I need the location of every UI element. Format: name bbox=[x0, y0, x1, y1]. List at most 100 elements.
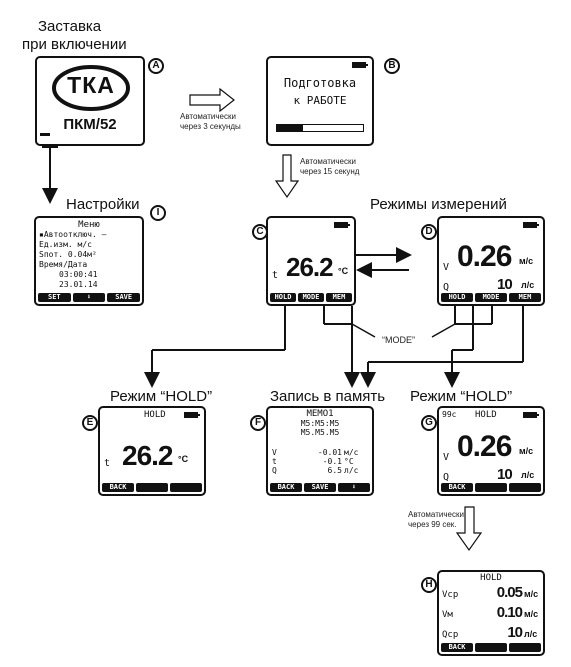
blank-softkey[interactable] bbox=[509, 643, 541, 652]
memo-value: 6.5 bbox=[327, 466, 342, 475]
mode-button[interactable]: MODE bbox=[298, 293, 324, 302]
hold-button[interactable]: HOLD bbox=[441, 293, 473, 302]
memo-value: -0.01 bbox=[317, 448, 342, 457]
memo-param: t bbox=[272, 457, 277, 466]
mem-button[interactable]: MEM bbox=[326, 293, 352, 302]
blank-softkey[interactable] bbox=[475, 483, 507, 492]
note-auto3-line1: Автоматически bbox=[180, 112, 236, 121]
param-v: V bbox=[443, 452, 450, 463]
badge-b: B bbox=[384, 58, 400, 74]
screen-e-hold: HOLD t 26.2 °C BACK bbox=[98, 406, 206, 496]
memo-unit: л/с bbox=[344, 466, 359, 475]
down-button[interactable]: ⬇ bbox=[338, 483, 370, 492]
badge-f: F bbox=[250, 415, 266, 431]
mode-button[interactable]: MODE bbox=[475, 293, 507, 302]
hold-timer: 99с bbox=[442, 410, 457, 419]
screen-c-temperature: t 26.2 °C HOLD MODE MEM bbox=[266, 216, 356, 306]
back-button[interactable]: BACK bbox=[270, 483, 302, 492]
note-auto3-line2: через 3 секунды bbox=[180, 122, 241, 131]
back-button[interactable]: BACK bbox=[102, 483, 134, 492]
flow-value: 10 bbox=[497, 276, 513, 293]
screen-d-velocity: V 0.26 м/с Q 10 л/с HOLD MODE MEM bbox=[437, 216, 545, 306]
memory-title: Запись в память bbox=[270, 388, 386, 405]
badge-a: A bbox=[148, 58, 164, 74]
temperature-unit: °C bbox=[338, 266, 349, 276]
memo-unit: °C bbox=[344, 457, 354, 466]
progress-bar bbox=[276, 124, 364, 132]
battery-icon bbox=[334, 222, 350, 228]
temperature-value: 26.2 bbox=[286, 252, 334, 282]
note-auto99-line2: через 99 сек. bbox=[408, 520, 457, 529]
memo-param: Q bbox=[272, 466, 277, 475]
startup-title-line1: Заставка bbox=[38, 18, 102, 35]
battery-icon bbox=[523, 412, 539, 418]
menu-time: 03:00:41 bbox=[59, 270, 98, 279]
menu-item-datetime[interactable]: Время/Дата bbox=[39, 260, 88, 269]
badge-d: D bbox=[421, 224, 437, 240]
memo-param: V bbox=[272, 448, 277, 457]
temperature-value: 26.2 bbox=[122, 440, 173, 471]
note-auto15-line2: через 15 секунд bbox=[300, 167, 360, 176]
battery-icon bbox=[523, 222, 539, 228]
badge-h: H bbox=[421, 577, 437, 593]
screen-b-preparing: Подготовка к РАБОТЕ bbox=[266, 56, 374, 146]
flow-value: 10 bbox=[497, 466, 513, 483]
hollow-arrow-g-to-h bbox=[455, 506, 483, 552]
average-value: 10 bbox=[507, 624, 523, 641]
menu-item-units[interactable]: Ед.изм. м/с bbox=[39, 240, 92, 249]
wrench-icon bbox=[40, 133, 50, 136]
average-value: 0.05 bbox=[496, 584, 523, 601]
battery-icon bbox=[184, 412, 200, 418]
memo-row: t -0.1°C bbox=[272, 457, 370, 466]
average-row: Vср 0.05 м/с bbox=[442, 584, 542, 604]
badge-i: I bbox=[150, 205, 166, 221]
average-row: Vм 0.10 м/с bbox=[442, 604, 542, 624]
badge-c: C bbox=[252, 224, 268, 240]
average-row: Qср 10 л/с bbox=[442, 624, 542, 644]
screen-h-average: HOLD Vср 0.05 м/с Vм 0.10 м/с Qср 10 л/с… bbox=[437, 570, 545, 656]
param-q: Q bbox=[443, 282, 450, 293]
progress-fill bbox=[277, 125, 303, 131]
hollow-arrow-b-to-c bbox=[274, 154, 300, 199]
average-unit: м/с bbox=[524, 589, 539, 599]
badge-g: G bbox=[421, 415, 437, 431]
save-button[interactable]: SAVE bbox=[107, 293, 141, 302]
blank-softkey[interactable] bbox=[136, 483, 168, 492]
temperature-unit: °C bbox=[178, 454, 189, 464]
average-value: 0.10 bbox=[496, 604, 523, 621]
blank-softkey[interactable] bbox=[475, 643, 507, 652]
average-rows: Vср 0.05 м/с Vм 0.10 м/с Qср 10 л/с bbox=[442, 584, 542, 644]
hold-header: HOLD bbox=[144, 410, 166, 420]
battery-icon bbox=[352, 62, 368, 68]
memo-header: MEMO1 bbox=[306, 409, 334, 419]
mem-button[interactable]: MEM bbox=[509, 293, 541, 302]
back-button[interactable]: BACK bbox=[441, 643, 473, 652]
flow-unit: л/с bbox=[521, 470, 535, 480]
memo-value: -0.1 bbox=[322, 457, 342, 466]
down-button[interactable]: ⬇ bbox=[72, 293, 106, 302]
blank-softkey[interactable] bbox=[170, 483, 202, 492]
velocity-unit: м/с bbox=[519, 256, 534, 266]
hold-title-e: Режим “HOLD” bbox=[110, 388, 213, 405]
memo-timestamp: M5:M5:M5 M5.M5.M5 bbox=[268, 419, 372, 437]
menu-item-autooff[interactable]: ▪Автоотключ. — bbox=[39, 230, 107, 239]
menu-item-area[interactable]: Sпот. 0.04м² bbox=[39, 250, 97, 259]
param-t: t bbox=[272, 270, 279, 281]
settings-title: Настройки bbox=[66, 196, 140, 213]
save-button[interactable]: SAVE bbox=[304, 483, 336, 492]
set-button[interactable]: SET bbox=[38, 293, 71, 302]
blank-softkey[interactable] bbox=[509, 483, 541, 492]
note-auto99-line1: Автоматически bbox=[408, 510, 464, 519]
mode-label: “MODE” bbox=[382, 335, 415, 345]
average-param: Qср bbox=[442, 630, 459, 640]
back-button[interactable]: BACK bbox=[441, 483, 473, 492]
hold-button[interactable]: HOLD bbox=[270, 293, 296, 302]
velocity-value: 0.26 bbox=[457, 430, 512, 463]
average-param: Vср bbox=[442, 590, 459, 600]
param-t: t bbox=[104, 458, 111, 469]
screen-a-splash: ТКА ПКМ/52 bbox=[35, 56, 145, 146]
